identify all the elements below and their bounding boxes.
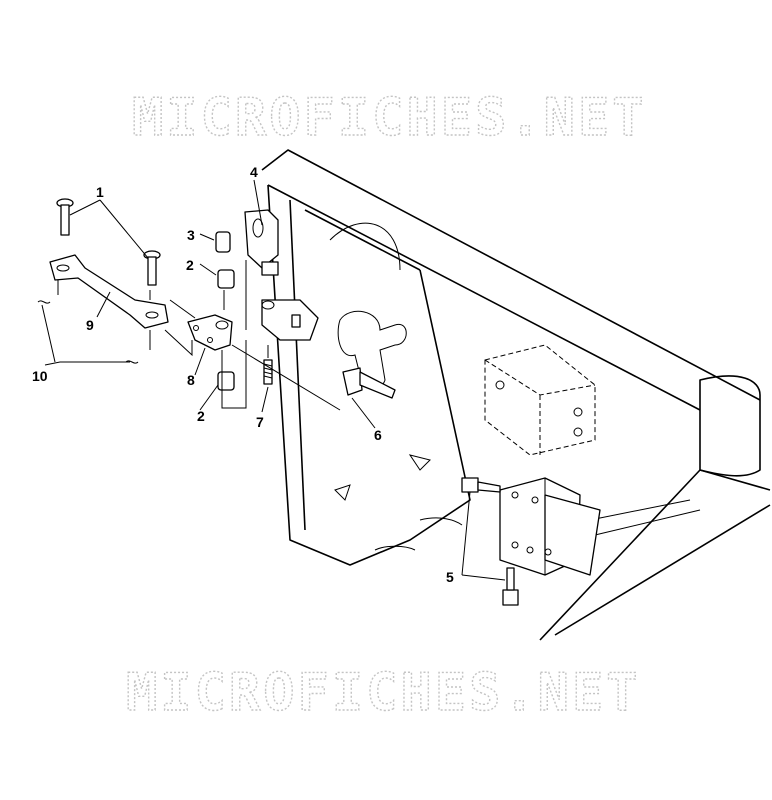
- clevis-pin-right: [143, 250, 161, 286]
- pivot-fitting: [342, 367, 396, 399]
- callout-5: 5: [446, 569, 454, 585]
- callout-leaders: [41, 179, 506, 581]
- assembly-guide-lines: [57, 260, 341, 411]
- callout-3: 3: [187, 227, 195, 243]
- callout-6: 6: [374, 427, 382, 443]
- bushing: [215, 231, 231, 253]
- callout-2-upper: 2: [186, 257, 194, 273]
- mount-block-outline: [484, 344, 596, 456]
- watermark-top: MICROFICHES.NET: [132, 88, 647, 148]
- bushing-upper: [217, 269, 235, 289]
- bracket-assembly: [499, 477, 601, 576]
- bolt-upper: [461, 477, 501, 493]
- link-rod: [49, 254, 169, 329]
- callout-4: 4: [250, 164, 258, 180]
- cotter-pin-lower: [125, 360, 139, 364]
- pivot-bracket: [187, 314, 233, 351]
- vehicle-frame: [261, 149, 771, 641]
- callout-1: 1: [96, 184, 104, 200]
- callout-8: 8: [187, 372, 195, 388]
- callout-9: 9: [86, 317, 94, 333]
- callout-7: 7: [256, 414, 264, 430]
- watermark-bottom: MICROFICHES.NET: [126, 663, 641, 723]
- callout-2-lower: 2: [197, 408, 205, 424]
- bushing-lower: [217, 371, 235, 391]
- clevis-pin-left: [56, 198, 74, 236]
- cotter-pin-upper: [37, 300, 51, 304]
- mounting-bracket: [244, 209, 319, 341]
- stud-bolt: [263, 359, 273, 385]
- bolt-lower: [502, 567, 519, 606]
- callout-10: 10: [32, 368, 48, 384]
